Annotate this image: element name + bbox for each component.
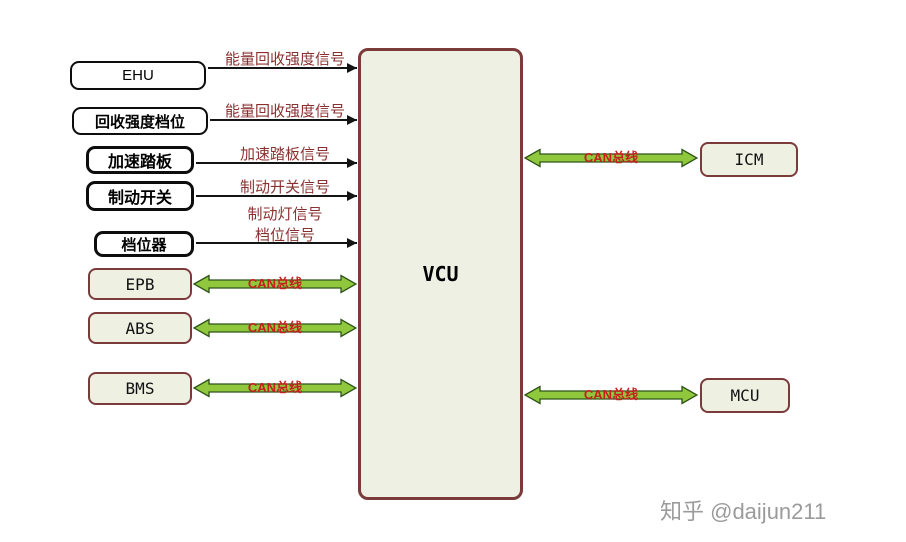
node-icm: ICM bbox=[700, 142, 798, 177]
can-bus-label: CAN总线 bbox=[247, 276, 303, 291]
node-abs: ABS bbox=[88, 312, 192, 344]
node-icm-label: ICM bbox=[734, 150, 764, 169]
arrowhead-icon bbox=[347, 191, 357, 201]
node-gear-selector-label: 档位器 bbox=[121, 236, 167, 254]
node-recovery-gear: 回收强度档位 bbox=[72, 107, 208, 135]
node-bms-label: BMS bbox=[125, 379, 155, 398]
can-bus-label: CAN总线 bbox=[247, 380, 303, 395]
node-recovery-gear-label: 回收强度档位 bbox=[94, 113, 185, 131]
arrowhead-icon bbox=[347, 238, 357, 248]
can-bus-label: CAN总线 bbox=[583, 150, 639, 165]
arrowhead-icon bbox=[347, 115, 357, 125]
node-epb: EPB bbox=[88, 268, 192, 300]
node-mcu-label: MCU bbox=[730, 386, 760, 405]
node-accel-pedal-label: 加速踏板 bbox=[107, 154, 172, 171]
double-arrow-icon bbox=[524, 385, 698, 405]
signal-label-energy-recovery-1: 能量回收强度信号 bbox=[224, 51, 345, 68]
node-epb-label: EPB bbox=[125, 274, 155, 294]
node-ehu-label: EHU bbox=[122, 67, 154, 84]
can-bus-arrow-abs-vcu: CAN总线 bbox=[193, 318, 357, 338]
signal-arrow-recovery-gear-to-vcu bbox=[210, 115, 357, 125]
signal-arrow-brake-switch-to-vcu bbox=[196, 191, 357, 201]
node-abs-label: ABS bbox=[125, 318, 155, 338]
can-bus-label: CAN总线 bbox=[247, 320, 303, 335]
node-accel-pedal: 加速踏板 bbox=[86, 146, 194, 174]
can-bus-arrow-vcu-icm: CAN总线 bbox=[524, 148, 698, 168]
node-gear-selector: 档位器 bbox=[94, 231, 194, 257]
signal-label-brake-light: 制动灯信号 bbox=[247, 206, 323, 223]
watermark: 知乎 @daijun211 bbox=[660, 499, 827, 524]
signal-arrow-ehu-to-vcu bbox=[208, 63, 357, 73]
signal-label-gear: 档位信号 bbox=[254, 227, 315, 244]
node-ehu: EHU bbox=[70, 61, 206, 90]
can-bus-arrow-bms-vcu: CAN总线 bbox=[193, 378, 357, 398]
signal-arrow-gear-selector-to-vcu bbox=[196, 238, 357, 248]
vcu-box: VCU bbox=[358, 48, 523, 500]
can-bus-arrow-epb-vcu: CAN总线 bbox=[193, 274, 357, 294]
double-arrow-icon bbox=[193, 318, 357, 338]
signal-label-brake-switch: 制动开关信号 bbox=[239, 179, 330, 196]
signal-arrow-accel-pedal-to-vcu bbox=[196, 158, 357, 168]
node-brake-switch: 制动开关 bbox=[86, 181, 194, 211]
double-arrow-icon bbox=[193, 378, 357, 398]
signal-label-energy-recovery-2: 能量回收强度信号 bbox=[224, 103, 345, 120]
node-mcu: MCU bbox=[700, 378, 790, 413]
arrowhead-icon bbox=[347, 158, 357, 168]
arrowhead-icon bbox=[347, 63, 357, 73]
double-arrow-icon bbox=[193, 274, 357, 294]
double-arrow-icon bbox=[524, 148, 698, 168]
vcu-label: VCU bbox=[422, 262, 459, 286]
node-bms: BMS bbox=[88, 372, 192, 405]
signal-label-accel-pedal: 加速踏板信号 bbox=[239, 146, 330, 163]
node-brake-switch-label: 制动开关 bbox=[107, 190, 172, 207]
can-bus-arrow-vcu-mcu: CAN总线 bbox=[524, 385, 698, 405]
can-bus-label: CAN总线 bbox=[583, 387, 639, 402]
